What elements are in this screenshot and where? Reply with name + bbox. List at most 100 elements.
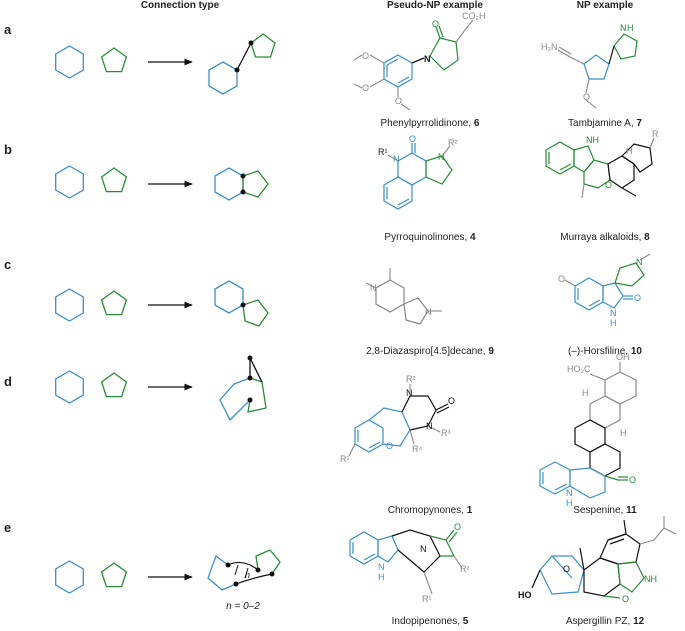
header-np: NP example [576, 0, 634, 11]
row-d-dot-1 [247, 355, 253, 361]
atom-c-o10: O [558, 274, 565, 284]
row-c-dot [240, 302, 246, 308]
chromopynone-structure [348, 384, 450, 457]
row-c-product-hexagon [214, 280, 244, 314]
row-e-dot-3 [255, 567, 261, 573]
atom-a-o7: O [583, 92, 590, 102]
aspergillin-structure [531, 516, 677, 599]
row-a-pentagon [100, 47, 128, 73]
row-e-connection: n [55, 549, 281, 594]
atom-c-n1: N [370, 283, 377, 293]
atom-d-r1: R¹ [340, 454, 350, 464]
row-d-dot-3 [247, 397, 253, 403]
row-b-dot-2 [240, 189, 246, 195]
atom-e-h: H [378, 572, 385, 582]
atom-d-o11: O [629, 475, 636, 485]
atom-a-ome2: O [362, 83, 369, 93]
atom-c-o10b: O [634, 293, 641, 303]
row-e-tether-2 [235, 573, 273, 585]
tambjamine-structure [557, 33, 638, 109]
header-connection-type: Connection type [140, 0, 220, 11]
caption-pseudo-c: 2,8-Diazaspiro[4.5]decane, 9 [366, 346, 494, 357]
row-a-product-bond [236, 42, 252, 71]
row-c-product-pentagon [242, 299, 269, 327]
sespenine-structure [539, 362, 637, 499]
atom-b-r8: R [652, 129, 659, 139]
atom-a-ome3: O [395, 96, 402, 106]
atom-c-h10: N [610, 308, 617, 318]
row-e-bridged-six [207, 554, 237, 591]
caption-pseudo-e: Indopipenones, 5 [391, 616, 469, 627]
atom-a-ome1: O [362, 51, 369, 61]
atom-b-n2: N [438, 152, 445, 162]
n-range-label: n = 0–2 [226, 601, 260, 612]
atom-b-n1: N [393, 154, 400, 164]
atom-b-r1: R¹ [378, 147, 388, 157]
atom-e-r1: R¹ [422, 594, 432, 604]
atom-d-h11: H [566, 498, 573, 508]
indopipenone-structure [349, 529, 463, 595]
atom-e-n: N [378, 562, 385, 572]
caption-pseudo-b: Pyrroquinolinones, 4 [384, 232, 476, 243]
row-e-tether [227, 561, 259, 571]
atom-c-hh10: H [610, 318, 617, 328]
atom-b-o8: O [605, 180, 612, 190]
caption-np-d: Sespenine, 11 [573, 505, 637, 516]
pyrroquinolinone-structure [383, 143, 453, 210]
atom-d-n1: N [406, 388, 413, 398]
atom-a-h2n: H₂N [541, 42, 558, 52]
atom-d-ho2c: HO₂C [567, 364, 591, 374]
caption-np-a: Tambjamine A, 7 [568, 118, 642, 129]
atom-e-o12b: O [622, 594, 629, 604]
atom-e-n2: N [420, 544, 427, 554]
caption-np-c: (–)-Horsfiline, 10 [568, 346, 642, 357]
horsfiline-structure [564, 253, 651, 311]
caption-pseudo-a: Phenylpyrrolidinone, 6 [380, 118, 480, 129]
atom-b-h8: H [626, 146, 633, 156]
row-b-connection [55, 165, 269, 201]
row-label-d: d [4, 374, 12, 389]
atom-d-r3: R³ [441, 428, 451, 438]
row-label-a: a [4, 22, 12, 37]
row-c-connection [55, 280, 269, 327]
row-e-hexagon [55, 560, 84, 594]
atom-d-h1: H [582, 388, 589, 398]
caption-np-e: Aspergillin PZ, 12 [565, 616, 645, 627]
header-pseudo-np: Pseudo-NP example [387, 0, 483, 11]
row-d-hexagon [55, 370, 84, 404]
row-a-connection [55, 33, 276, 95]
atom-d-h2: H [620, 428, 627, 438]
row-a-hexagon [55, 45, 84, 79]
row-d-dot-2 [247, 375, 253, 381]
row-b-product-hexagon [214, 167, 244, 201]
row-e-bridged-five [255, 549, 281, 575]
row-d-connection [55, 355, 267, 422]
row-a-product-pentagon [250, 33, 276, 58]
atom-a-o: O [432, 19, 439, 29]
atom-d-oh: OH [616, 352, 630, 362]
atom-e-o: O [454, 522, 461, 532]
phenylpyrrolidinone-structure [353, 19, 474, 111]
murraya-structure [545, 137, 655, 199]
caption-np-b: Murraya alkaloids, 8 [560, 232, 650, 243]
row-e-dot-1 [225, 562, 231, 568]
row-b-hexagon [55, 165, 84, 199]
atom-a-co2h: CO₂H [462, 11, 486, 21]
row-a-dot-1 [234, 67, 240, 73]
row-e-n-symbol: n [245, 570, 250, 580]
row-e-dot-2 [233, 581, 239, 587]
caption-pseudo-d: Chromopynones, 1 [387, 505, 473, 516]
row-c-pentagon [100, 290, 128, 316]
atom-d-r4: R⁴ [412, 444, 422, 454]
atom-a-nh7: N [620, 23, 627, 33]
row-b-pentagon [100, 167, 128, 193]
row-c-hexagon [55, 288, 84, 322]
row-label-e: e [4, 520, 12, 535]
row-b-dot-1 [240, 173, 246, 179]
atom-c-n10: N [636, 257, 643, 267]
atom-d-n11: N [566, 488, 573, 498]
row-label-b: b [4, 142, 12, 157]
atom-e-o12: O [563, 564, 570, 574]
atom-d-o: O [448, 396, 455, 406]
